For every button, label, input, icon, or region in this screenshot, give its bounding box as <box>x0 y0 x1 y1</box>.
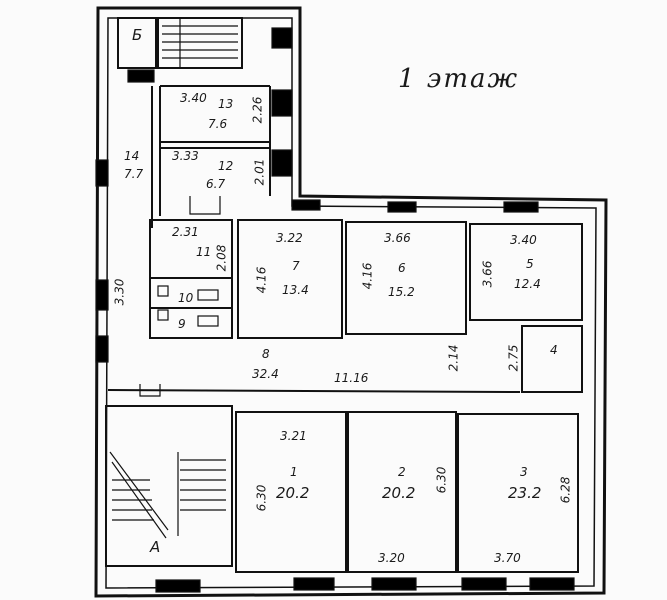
room-10-number: 10 <box>178 291 194 305</box>
room-2-number: 2 <box>398 465 406 479</box>
room-1-number: 1 <box>290 465 298 479</box>
room-13-height: 2.26 <box>250 96 265 124</box>
outer-wall <box>94 6 608 598</box>
inner-wall <box>105 17 597 589</box>
room-7-width: 3.22 <box>276 231 303 245</box>
room-13-width: 3.40 <box>180 91 207 105</box>
room-7-area: 13.4 <box>282 283 309 297</box>
room-6-area: 15.2 <box>388 285 415 299</box>
room-6-number: 6 <box>398 261 406 275</box>
room-11-width: 2.31 <box>172 225 199 239</box>
room-1-area: 20.2 <box>276 484 310 502</box>
room-8-height: 2.14 <box>446 344 461 372</box>
floor-title: 1 этаж <box>398 64 520 94</box>
room-12-area: 6.7 <box>206 177 226 191</box>
room-12-width: 3.33 <box>172 149 199 163</box>
room-3-area: 23.2 <box>508 484 542 502</box>
room-2-area: 20.2 <box>382 484 416 502</box>
stair-b-label: Б <box>132 26 143 44</box>
room-6-height: 4.16 <box>360 262 375 290</box>
room-2-width: 3.20 <box>378 551 405 565</box>
room-13-area: 7.6 <box>208 117 228 131</box>
room-7-height: 4.16 <box>254 266 269 294</box>
room-1-height: 6.30 <box>254 484 269 512</box>
room-12-height: 2.01 <box>252 158 267 186</box>
corridor-width: 3.30 <box>112 278 127 306</box>
room-5-number: 5 <box>526 257 534 271</box>
room-2-height: 6.30 <box>434 466 449 494</box>
stair-a-label: А <box>150 538 161 556</box>
room-9-number: 9 <box>178 317 186 331</box>
room-8-number: 8 <box>262 347 270 361</box>
room-8-area: 32.4 <box>252 367 279 381</box>
room-3-height: 6.28 <box>558 476 573 504</box>
room-14-area: 7.7 <box>124 167 144 181</box>
room-11-height: 2.08 <box>214 244 229 272</box>
room-14-number: 14 <box>124 149 140 163</box>
room-4-height: 2.75 <box>506 344 521 372</box>
room-5-height: 3.66 <box>480 260 495 288</box>
room-12-number: 12 <box>218 159 234 173</box>
room-11-number: 11 <box>196 245 212 259</box>
room-3-width: 3.70 <box>494 551 521 565</box>
room-4-number: 4 <box>550 343 558 357</box>
room-5-width: 3.40 <box>510 233 537 247</box>
room-3-number: 3 <box>520 465 528 479</box>
room-13-number: 13 <box>218 97 234 111</box>
room-5-area: 12.4 <box>514 277 541 291</box>
room-6-width: 3.66 <box>384 231 411 245</box>
room-8-length: 11.16 <box>334 371 369 385</box>
room-7-number: 7 <box>292 259 300 273</box>
room-1-width: 3.21 <box>280 429 307 443</box>
